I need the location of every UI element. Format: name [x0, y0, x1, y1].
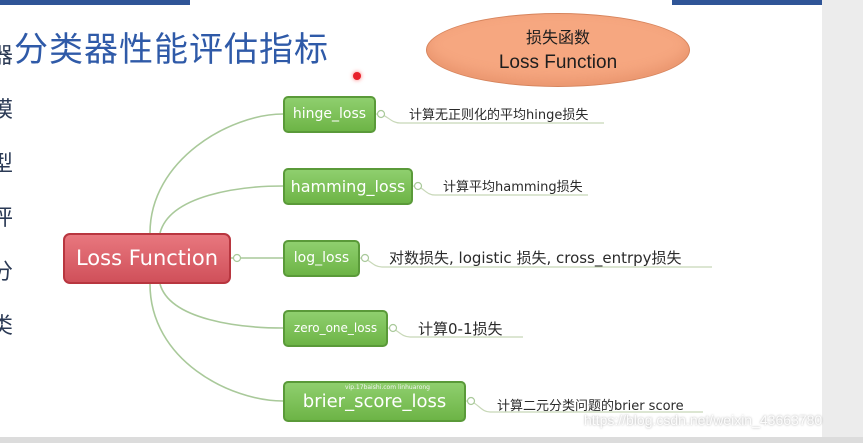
description-zero-one-loss: 计算0-1损失: [418, 320, 503, 338]
description-hinge-loss: 计算无正则化的平均hinge损失: [409, 108, 589, 123]
connector-hamming: [159, 185, 284, 234]
slide-canvas: 器 模 型 评 分 类 分类器性能评估指标 损失函数 Loss Function: [0, 0, 822, 437]
connector-zero-one: [159, 283, 284, 329]
callout-ellipse: 损失函数 Loss Function: [426, 13, 690, 87]
expand-dot-log: [360, 253, 370, 263]
expand-dot-brier: [466, 396, 476, 406]
right-gutter: [822, 0, 863, 443]
expand-dot-hinge: [376, 109, 386, 119]
left-cropped-text-strip: 器 模 型 评 分 类: [0, 30, 12, 430]
left-strip-glyph: 型: [0, 152, 12, 177]
expand-dot-root: [232, 253, 242, 263]
mindmap-node-log-loss[interactable]: log_loss: [283, 240, 360, 277]
left-strip-glyph: 分: [0, 260, 12, 285]
top-accent-bar-right: [672, 0, 822, 5]
expand-dot-zero-one: [388, 323, 398, 333]
left-strip-glyph: 类: [0, 314, 12, 339]
mindmap-node-brier-score-loss[interactable]: brier_score_loss: [283, 381, 466, 422]
left-strip-glyph: 模: [0, 98, 12, 123]
mindmap-node-hamming-loss[interactable]: hamming_loss: [283, 168, 413, 205]
top-accent-bar-left: [0, 0, 190, 5]
left-strip-glyph: 评: [0, 206, 12, 231]
connector-hinge: [149, 113, 284, 234]
blog-watermark: https://blog.csdn.net/weixin_43663780: [584, 412, 823, 428]
description-hamming-loss: 计算平均hamming损失: [443, 180, 583, 195]
laser-pointer-dot: [353, 72, 361, 80]
mindmap-node-hinge-loss[interactable]: hinge_loss: [283, 96, 376, 133]
callout-line-chinese: 损失函数: [525, 28, 590, 47]
expand-dot-hamming: [413, 181, 423, 191]
description-log-loss: 对数损失, logistic 损失, cross_entrpy损失: [389, 249, 682, 267]
video-watermark: vip.17baishi.com linhuarong: [345, 384, 430, 391]
left-strip-glyph: 器: [0, 44, 12, 69]
bottom-strip: [0, 437, 863, 443]
callout-line-english: Loss Function: [498, 52, 618, 73]
mindmap-connectors: [149, 109, 712, 413]
mindmap-node-zero-one-loss[interactable]: zero_one_loss: [283, 310, 388, 347]
slide-title: 分类器性能评估指标: [14, 30, 329, 70]
connector-brier: [149, 283, 284, 402]
mindmap-root-node[interactable]: Loss Function: [63, 233, 231, 284]
description-brier-score-loss: 计算二元分类问题的brier score: [497, 399, 684, 414]
